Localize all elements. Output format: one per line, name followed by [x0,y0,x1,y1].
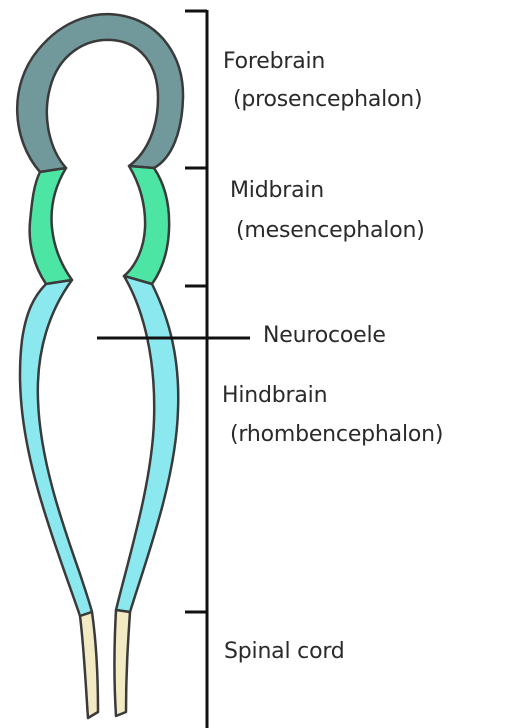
prosencephalon-label: (prosencephalon) [233,89,422,111]
mesencephalon-label: (mesencephalon) [236,220,425,242]
forebrain-region [17,14,183,172]
hindbrain-right-wall [116,276,178,612]
midbrain-label: Midbrain [230,180,324,202]
spinal-cord-left [80,612,98,718]
neurocoele-label: Neurocoele [263,325,386,347]
forebrain-label: Forebrain [223,51,325,73]
spinal-cord-label: Spinal cord [224,641,345,663]
midbrain-left-wall [30,168,72,284]
spinal-cord-right [115,610,131,716]
rhombencephalon-label: (rhombencephalon) [230,424,443,446]
hindbrain-label: Hindbrain [222,385,327,407]
midbrain-right-wall [124,166,169,284]
hindbrain-left-wall [20,280,92,616]
